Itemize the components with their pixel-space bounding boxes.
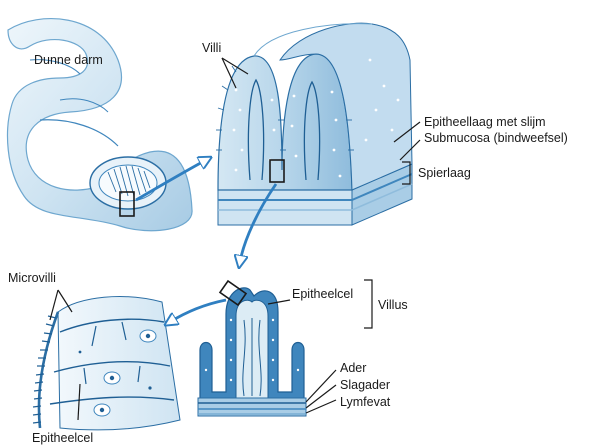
arrow-villus-to-cell <box>170 300 226 322</box>
villus-section-illustration <box>198 281 306 416</box>
label-epithelial-cell-bottom: Epitheelcel <box>32 431 93 445</box>
label-small-intestine: Dunne darm <box>34 53 103 67</box>
label-microvilli: Microvilli <box>8 271 56 285</box>
label-vein: Ader <box>340 361 366 375</box>
label-submucosa: Submucosa (bindweefsel) <box>424 131 568 145</box>
label-epithelial-cell-top: Epitheelcel <box>292 287 353 301</box>
label-artery: Slagader <box>340 378 390 392</box>
label-villus: Villus <box>378 298 408 312</box>
epithelial-cell-illustration <box>33 297 180 430</box>
label-lymph-vessel: Lymfevat <box>340 395 391 409</box>
label-villi: Villi <box>202 41 221 55</box>
label-epithelial-layer: Epitheellaag met slijm <box>424 115 546 129</box>
small-intestine-illustration <box>8 19 193 231</box>
villi-block-illustration <box>216 23 412 225</box>
label-muscle-layer: Spierlaag <box>418 166 471 180</box>
